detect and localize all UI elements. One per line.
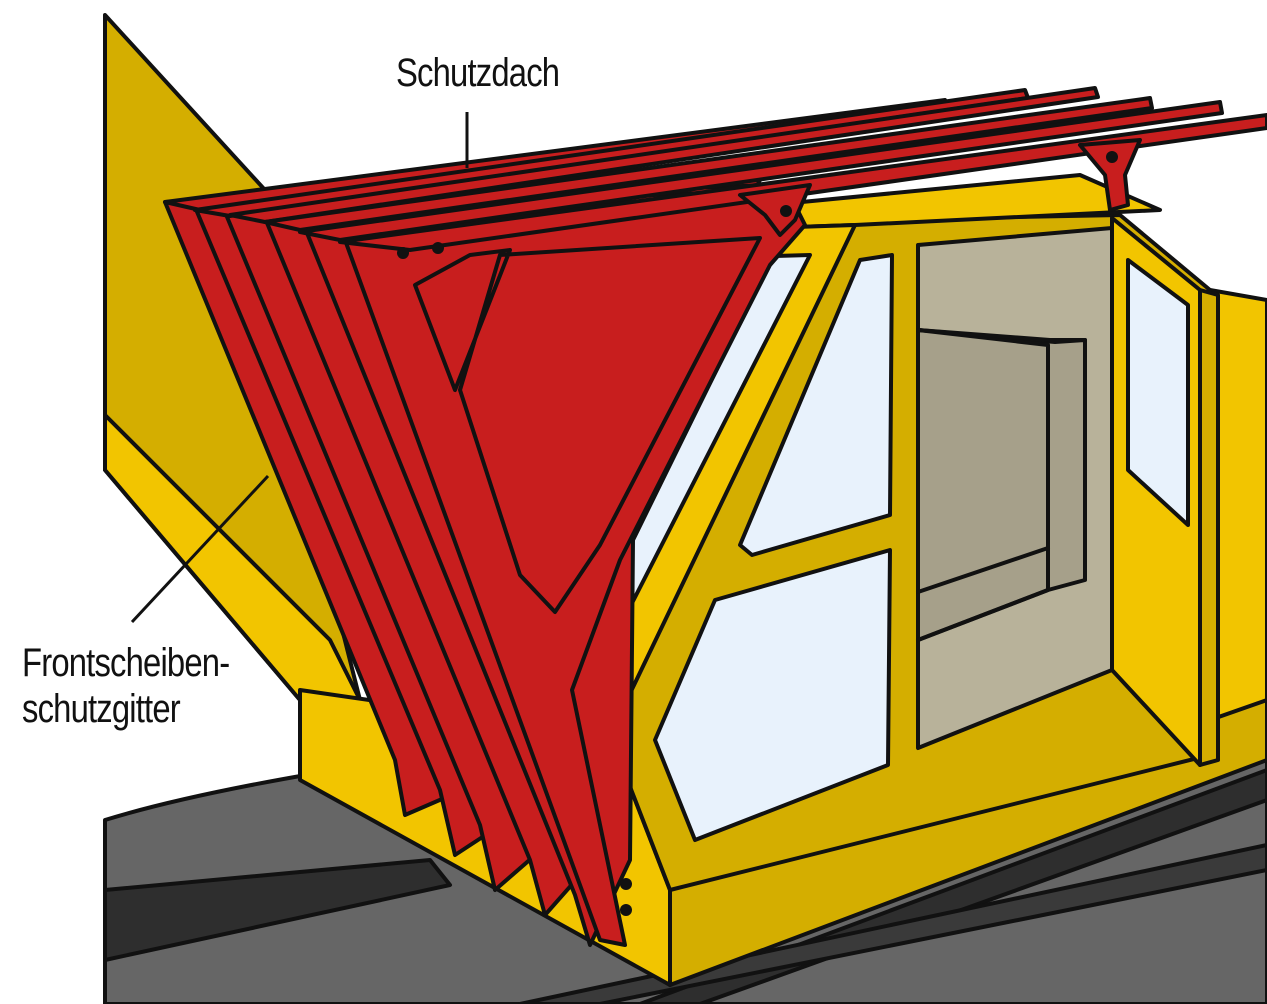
front-guard-label-line2: schutzgitter bbox=[22, 687, 181, 731]
interior-shelf-top bbox=[916, 328, 1087, 342]
roof-bracket bbox=[1078, 138, 1142, 212]
side-window-upper bbox=[738, 253, 894, 557]
interior-shelf bbox=[916, 328, 1050, 642]
front-screen-guard bbox=[163, 178, 807, 947]
front-leader-line bbox=[130, 474, 270, 624]
door-window bbox=[1126, 258, 1190, 527]
front-guard-label-line1: Frontscheiben- bbox=[22, 641, 230, 685]
track-groove bbox=[103, 858, 452, 962]
interior-seat-edge bbox=[916, 546, 1050, 594]
roof-guard bbox=[163, 86, 1267, 252]
front-guard-label: Frontscheiben- schutzgitter bbox=[22, 640, 230, 732]
side-window-lower bbox=[653, 548, 892, 842]
roof-bracket bbox=[738, 183, 812, 237]
roof-guard-label: Schutzdach bbox=[396, 51, 560, 95]
door-hinge-post bbox=[1198, 288, 1220, 767]
rivets bbox=[397, 151, 1118, 916]
